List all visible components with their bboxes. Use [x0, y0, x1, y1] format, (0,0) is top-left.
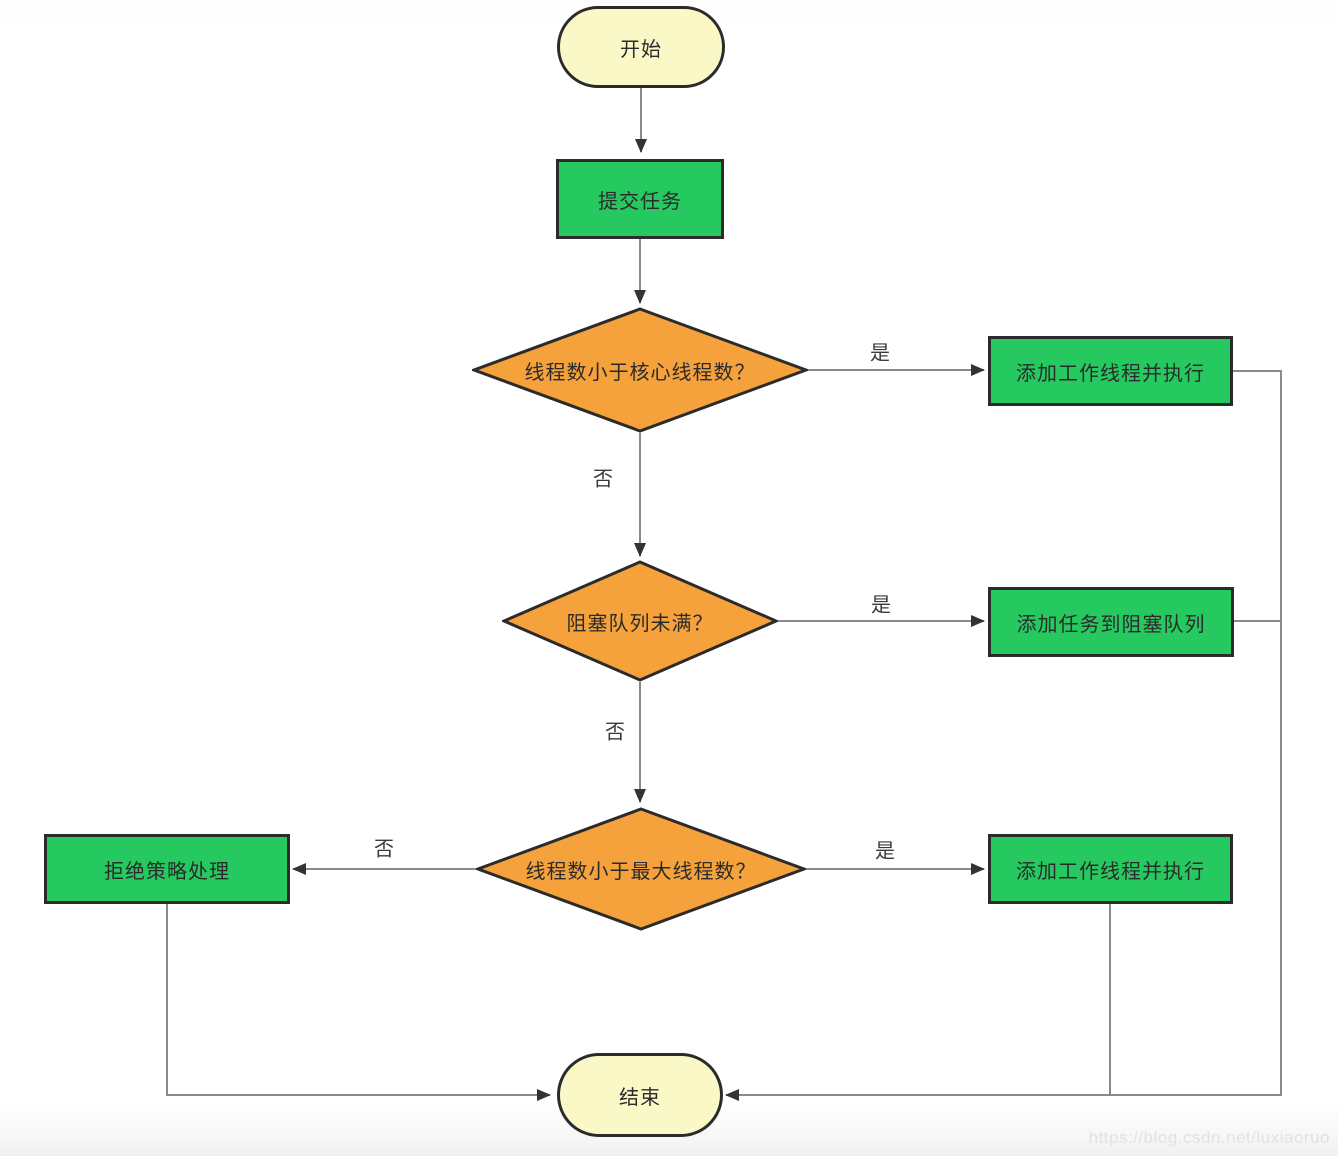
start-label: 开始 [620, 38, 662, 61]
submit-task-label: 提交任务 [598, 190, 682, 213]
edge-label-max-no: 否 [374, 838, 394, 861]
add-worker-thread-bottom-node: 添加工作线程并执行 [988, 834, 1233, 904]
diamond-shape [502, 560, 778, 682]
diamond-shape [476, 807, 806, 931]
reject-policy-label: 拒绝策略处理 [104, 860, 230, 883]
add-task-to-queue-label: 添加任务到阻塞队列 [1016, 613, 1206, 636]
edge-rail-to-end [725, 370, 1282, 1101]
add-worker-thread-top-node: 添加工作线程并执行 [988, 336, 1233, 406]
decision-core-threads-label: 线程数小于核心线程数？ [524, 361, 756, 384]
edge-label-queue-yes: 是 [871, 594, 891, 617]
submit-task-node: 提交任务 [556, 159, 724, 239]
edge-label-core-no: 否 [593, 468, 613, 491]
add-task-to-queue-node: 添加任务到阻塞队列 [988, 587, 1234, 657]
end-label: 结束 [619, 1086, 661, 1109]
edge-label-core-yes: 是 [870, 342, 890, 365]
diamond-shape [472, 307, 808, 433]
decision-max-threads-label: 线程数小于最大线程数？ [525, 860, 757, 883]
edge-label-queue-no: 否 [605, 721, 625, 744]
start-node: 开始 [557, 6, 725, 88]
decision-core-threads-node: 线程数小于核心线程数？ [472, 307, 808, 433]
decision-max-threads-node: 线程数小于最大线程数？ [476, 807, 806, 931]
decision-queue-not-full-node: 阻塞队列未满？ [502, 560, 778, 682]
edge-label-max-yes: 是 [875, 840, 895, 863]
decision-queue-not-full-label: 阻塞队列未满？ [566, 612, 714, 635]
reject-policy-node: 拒绝策略处理 [44, 834, 290, 904]
add-worker-thread-top-label: 添加工作线程并执行 [1016, 362, 1205, 385]
end-node: 结束 [557, 1053, 723, 1137]
add-worker-thread-bottom-label: 添加工作线程并执行 [1016, 860, 1205, 883]
edge-reject-to-end [166, 904, 551, 1101]
watermark-url: https://blog.csdn.net/luxiaoruo [1088, 1128, 1330, 1147]
